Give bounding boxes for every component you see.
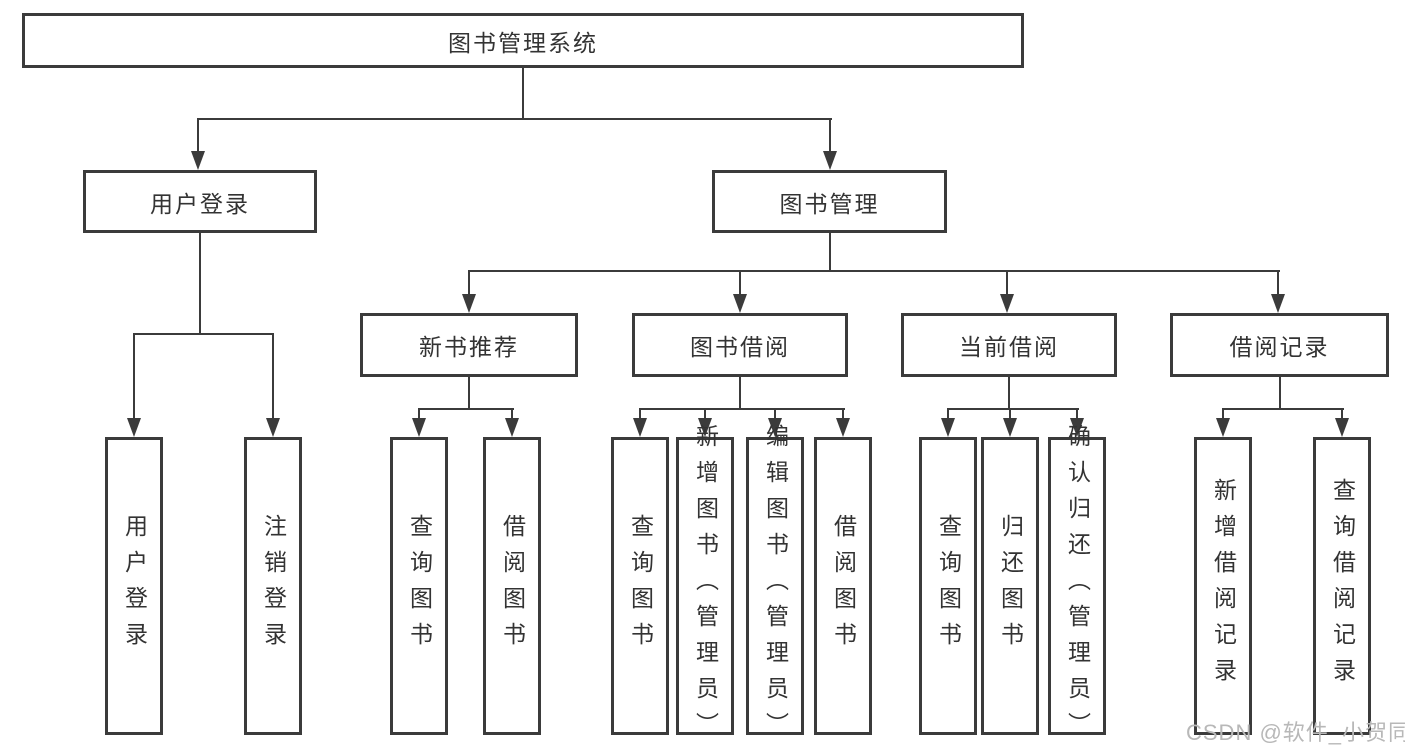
leaf-label: 查询图书 [935,514,962,658]
node-label: 图书管理 [779,190,880,217]
user-login-branch-line [133,333,274,335]
connector-vline [1076,408,1078,418]
leaf-label: 新增图书（管理员） [692,424,719,747]
leaf-label: 借阅图书 [830,514,857,658]
connector-vline [1006,270,1008,294]
node-label: 用户登录 [150,190,250,217]
leaf-label: 查询图书 [406,514,433,658]
leaf-edit-books-admin: 编辑图书（管理员） [746,424,804,747]
user-login-stem-line [199,233,201,333]
arrowhead-down-icon [733,294,747,313]
node-label: 当前借阅 [959,334,1059,360]
node-user-login: 用户登录 [83,170,317,233]
connector-vline [739,270,741,294]
leaf-label: 借阅图书 [499,514,526,658]
connector-vline [639,408,641,418]
arrowhead-down-icon [836,418,850,437]
arrowhead-down-icon [941,418,955,437]
node-new-book-recommendation: 新书推荐 [360,313,578,377]
arrowhead-down-icon [266,418,280,437]
connector-vline [197,118,199,152]
connector-vline [842,408,844,418]
arrowhead-down-icon [1003,418,1017,437]
connector-vline [1222,408,1224,418]
leaf-label: 确认归还（管理员） [1064,424,1091,747]
level1-branch-line [197,118,832,120]
leaf-label: 编辑图书（管理员） [762,424,789,747]
arrowhead-down-icon [633,418,647,437]
connector-vline [1277,270,1279,294]
arrowhead-down-icon [412,418,426,437]
leaf-borrow-books: 借阅图书 [814,437,872,735]
leaf-borrow-books-recommend: 借阅图书 [483,437,541,735]
leaf-return-books: 归还图书 [981,437,1039,735]
leaf-label: 新增借阅记录 [1210,478,1237,694]
leaf-label: 注销登录 [260,514,287,658]
leaf-label: 查询借阅记录 [1329,478,1356,694]
connector-vline [1009,408,1011,418]
node-borrowing-records: 借阅记录 [1170,313,1389,377]
group-stem-line [1279,377,1281,408]
group-stem-line [739,377,741,408]
node-label: 图书管理系统 [448,29,598,56]
connector-vline [511,408,513,418]
leaf-query-books-borrowing: 查询图书 [611,437,669,735]
node-library-management-system: 图书管理系统 [22,13,1024,68]
arrowhead-down-icon [1216,418,1230,437]
leaf-label: 用户登录 [121,514,148,658]
leaf-add-borrow-record: 新增借阅记录 [1194,437,1252,735]
connector-vline [272,333,274,418]
leaf-query-books-recommend: 查询图书 [390,437,448,735]
group-stem-line [1008,377,1010,408]
node-book-management: 图书管理 [712,170,947,233]
connector-vline [468,270,470,294]
leaf-user-login: 用户登录 [105,437,163,735]
leaf-logout: 注销登录 [244,437,302,735]
groups-branch-line [468,270,1280,272]
node-label: 借阅记录 [1229,334,1330,360]
connector-vline [133,333,135,418]
root-stem-line [522,68,524,118]
group-stem-line [468,377,470,408]
arrowhead-down-icon [1070,418,1084,437]
watermark: CSDN @软件_小贺同学 [1186,720,1405,745]
node-current-borrowing: 当前借阅 [901,313,1117,377]
arrowhead-down-icon [1271,294,1285,313]
leaf-label: 归还图书 [997,514,1024,658]
arrowhead-down-icon [698,418,712,437]
arrowhead-down-icon [1335,418,1349,437]
leaf-query-books-current: 查询图书 [919,437,977,735]
arrowhead-down-icon [191,151,205,170]
connector-vline [947,408,949,418]
connector-vline [829,118,831,152]
book-management-stem-line [829,233,831,270]
leaf-confirm-return-admin: 确认归还（管理员） [1048,424,1106,747]
connector-vline [704,408,706,418]
arrowhead-down-icon [768,418,782,437]
group-branch-line [639,408,845,410]
connector-vline [1341,408,1343,418]
arrowhead-down-icon [127,418,141,437]
arrowhead-down-icon [505,418,519,437]
leaf-add-books-admin: 新增图书（管理员） [676,424,734,747]
connector-vline [418,408,420,418]
group-branch-line [418,408,514,410]
leaf-label: 查询图书 [627,514,654,658]
connector-vline [774,408,776,418]
group-branch-line [1222,408,1344,410]
group-branch-line [947,408,1079,410]
arrowhead-down-icon [1000,294,1014,313]
leaf-query-borrow-record: 查询借阅记录 [1313,437,1371,735]
node-label: 图书借阅 [690,334,790,360]
node-book-borrowing: 图书借阅 [632,313,848,377]
arrowhead-down-icon [823,151,837,170]
node-label: 新书推荐 [419,334,519,360]
arrowhead-down-icon [462,294,476,313]
